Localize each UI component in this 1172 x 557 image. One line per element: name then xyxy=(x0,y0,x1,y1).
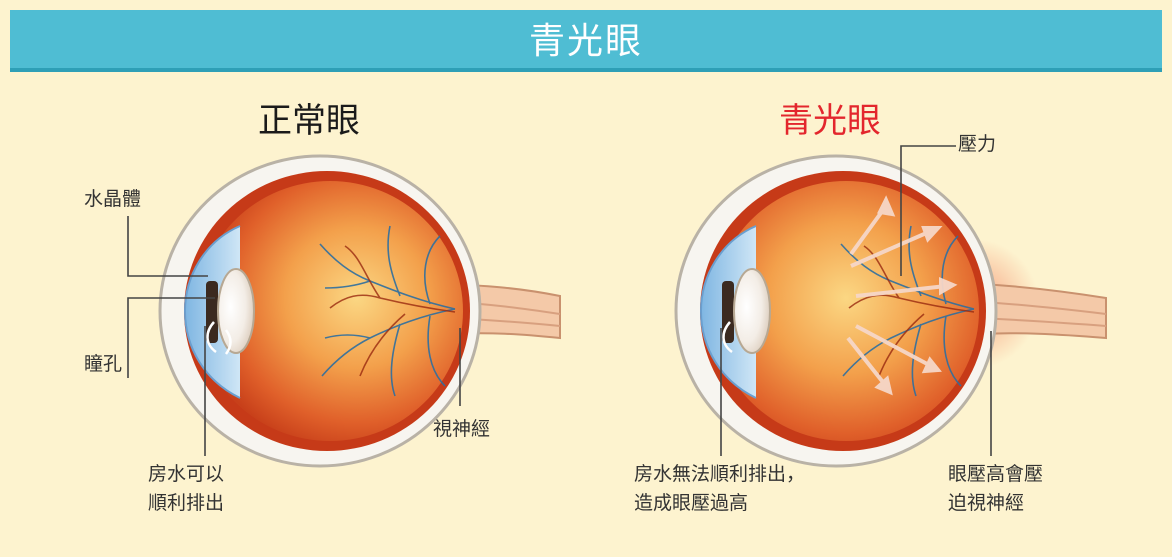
glaucoma-aqueous-label-line1: 房水無法順利排出， xyxy=(634,461,805,488)
normal-eye-illustration xyxy=(0,76,586,557)
pressure-label: 壓力 xyxy=(958,131,996,158)
glaucoma-eye-panel: 青光眼 壓力 房水無法順利排出， 造成眼壓過高 眼壓高會壓 迫視神經 xyxy=(586,76,1172,557)
lens-shape xyxy=(218,269,254,353)
title-banner: 青光眼 xyxy=(10,10,1162,72)
banner-title: 青光眼 xyxy=(10,22,1162,62)
normal-aqueous-label-line1: 房水可以 xyxy=(148,461,224,488)
iop-label-line2: 迫視神經 xyxy=(948,490,1024,517)
pupil-label: 瞳孔 xyxy=(84,351,122,378)
normal-eye-heading: 正常眼 xyxy=(258,102,360,140)
normal-eye-panel: 正常眼 水晶體 瞳孔 房水可以 順利排出 視神經 xyxy=(0,76,586,557)
lens-label: 水晶體 xyxy=(84,186,141,213)
iop-label-line1: 眼壓高會壓 xyxy=(948,461,1043,488)
glaucoma-aqueous-label-line2: 造成眼壓過高 xyxy=(634,490,748,517)
optic-nerve-label: 視神經 xyxy=(433,416,490,443)
glaucoma-eye-heading: 青光眼 xyxy=(779,102,881,140)
normal-aqueous-label-line2: 順利排出 xyxy=(148,490,224,517)
